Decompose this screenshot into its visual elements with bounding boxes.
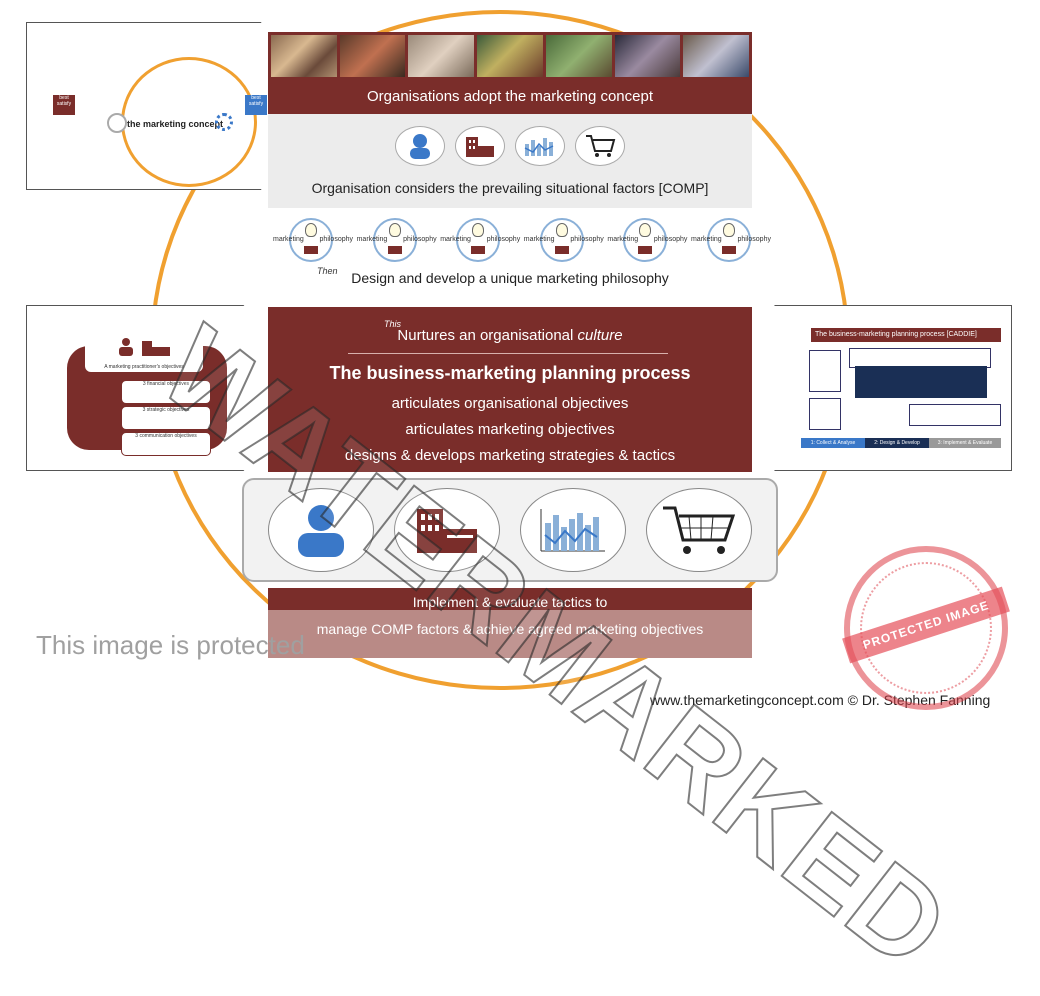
consider-band: Organisation considers the prevailing si… bbox=[268, 114, 752, 208]
planning-line: articulates organisational objectives bbox=[391, 395, 629, 412]
chart-icon bbox=[520, 488, 626, 572]
mini-gear-icon bbox=[215, 113, 233, 131]
planning-line: designs & develops marketing strategies … bbox=[344, 447, 676, 464]
person-factory-icon bbox=[119, 338, 170, 356]
lightbulb-icon bbox=[722, 223, 735, 237]
mini-person-icon bbox=[107, 113, 127, 133]
thumbnail-marketing-concept: best satisfy the marketing concept best … bbox=[26, 22, 316, 190]
planning-band: This Nurtures an organisational culture … bbox=[268, 307, 752, 472]
mini-tag-left: best satisfy bbox=[53, 95, 75, 115]
store-photo bbox=[339, 35, 406, 77]
planning-line: articulates marketing objectives bbox=[405, 421, 615, 438]
factory-icon bbox=[455, 126, 505, 166]
comp-icons-large bbox=[242, 478, 778, 582]
store-photo bbox=[408, 35, 475, 77]
caddie-box bbox=[909, 404, 1001, 426]
store-photo bbox=[683, 35, 750, 77]
caddie-box bbox=[849, 348, 991, 368]
objective-box: 3 communication objectives bbox=[121, 432, 211, 456]
store-photo bbox=[477, 35, 543, 77]
lightbulb-icon bbox=[388, 223, 401, 237]
chart-icon bbox=[515, 126, 565, 166]
implement-band: Implement & evaluate tactics to bbox=[268, 588, 752, 610]
protected-stamp: PROTECTED IMAGE bbox=[842, 546, 1010, 710]
store-photo bbox=[545, 35, 612, 77]
planning-divider bbox=[348, 353, 668, 354]
cart-icon bbox=[575, 126, 625, 166]
factory-icon bbox=[394, 488, 500, 572]
caddie-box bbox=[809, 398, 841, 430]
this-label: This bbox=[384, 319, 402, 329]
planning-title: The business-marketing planning process bbox=[329, 363, 691, 383]
person-icon bbox=[268, 488, 374, 572]
lightbulb-icon bbox=[639, 223, 652, 237]
caddie-step-3: 3: Implement & Evaluate bbox=[929, 438, 1001, 448]
store-photo bbox=[271, 35, 337, 77]
thumbnail-caddie: The business-marketing planning process … bbox=[708, 305, 1012, 471]
objective-box: 3 financial objectives bbox=[121, 380, 211, 404]
objectives-title: A marketing practitioner's objectives bbox=[104, 364, 184, 370]
store-photo bbox=[614, 35, 681, 77]
design-text: Design and develop a unique marketing ph… bbox=[351, 270, 669, 286]
caddie-step-2: 2: Design & Develop bbox=[865, 438, 929, 448]
lightbulb-icon bbox=[472, 223, 485, 237]
then-label: Then bbox=[317, 266, 338, 276]
caddie-title: The business-marketing planning process … bbox=[811, 328, 1001, 342]
lightbulb-icon bbox=[555, 223, 568, 237]
objective-box: 3 strategic objectives bbox=[121, 406, 211, 430]
lightbulb-icon bbox=[305, 223, 317, 237]
retail-photo-strip bbox=[268, 32, 752, 80]
nurtures-text: Nurtures an organisational culture bbox=[397, 327, 623, 344]
caddie-box bbox=[809, 350, 841, 392]
adopt-band: Organisations adopt the marketing concep… bbox=[268, 80, 752, 114]
thumbnail-objectives: A marketing practitioner's objectives 3 … bbox=[26, 305, 316, 471]
objectives-header: A marketing practitioner's objectives bbox=[85, 336, 203, 372]
caddie-step-1: 1: Collect & Analyse bbox=[801, 438, 865, 448]
mini-concept-label: the marketing concept bbox=[127, 119, 224, 129]
caddie-strategy-block bbox=[855, 366, 987, 398]
cart-icon bbox=[646, 488, 752, 572]
person-icon bbox=[395, 126, 445, 166]
consider-text: Organisation considers the prevailing si… bbox=[311, 180, 709, 196]
manage-band: manage COMP factors & achieve agreed mar… bbox=[268, 610, 752, 658]
protected-notice: This image is protected bbox=[36, 630, 305, 660]
mini-tag-right: best satisfy bbox=[245, 95, 267, 115]
comp-icons-small bbox=[268, 126, 752, 166]
